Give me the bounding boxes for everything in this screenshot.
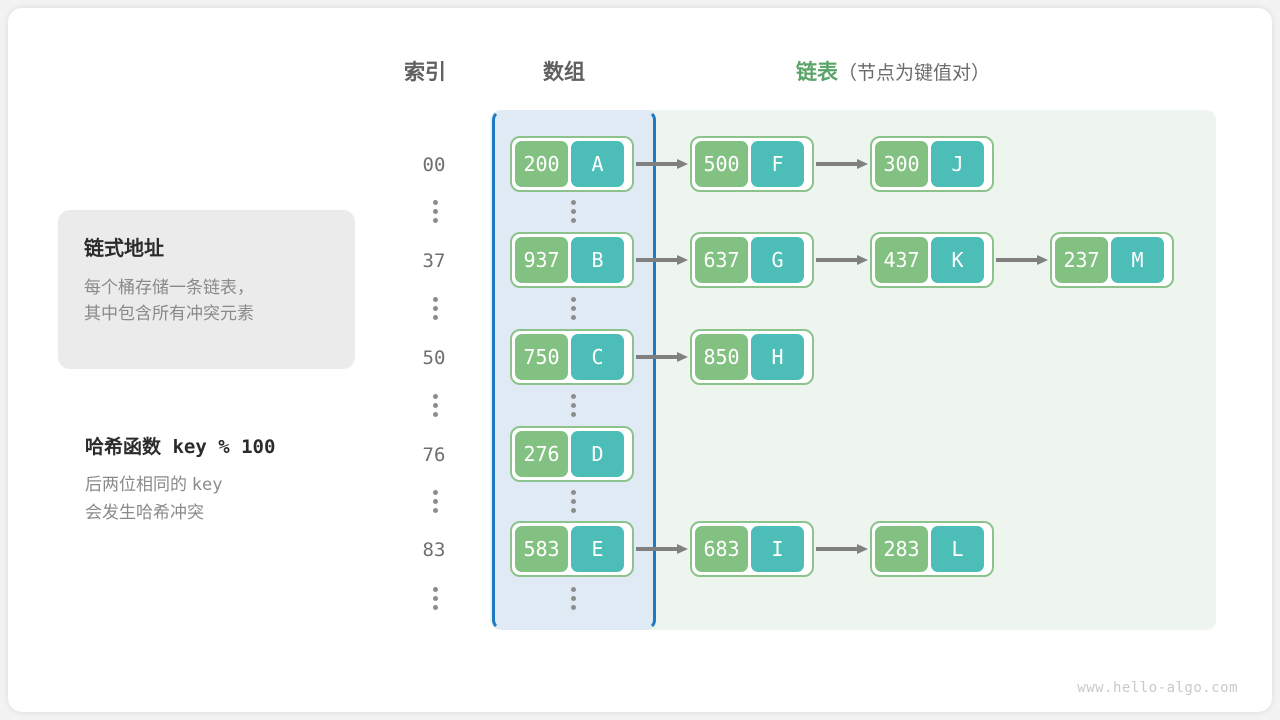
next-pointer-arrow (636, 544, 688, 554)
node-value: K (931, 237, 984, 283)
watermark: www.hello-algo.com (1077, 680, 1238, 696)
next-pointer-arrow (816, 544, 868, 554)
node-key: 583 (515, 526, 568, 572)
header-linked-list: 链表（节点为键值对） (796, 56, 990, 86)
index-ellipsis (430, 297, 440, 320)
next-pointer-arrow (636, 159, 688, 169)
index-ellipsis (430, 394, 440, 417)
chaining-note-line1: 每个桶存储一条链表， (84, 278, 254, 297)
bucket-index-label: 37 (422, 250, 446, 272)
bucket-index-label: 50 (422, 347, 446, 369)
node-value: L (931, 526, 984, 572)
node-value: C (571, 334, 624, 380)
node-key: 500 (695, 141, 748, 187)
array-ellipsis (568, 297, 578, 320)
node-key: 437 (875, 237, 928, 283)
node-key: 850 (695, 334, 748, 380)
array-ellipsis (568, 490, 578, 513)
array-ellipsis (568, 394, 578, 417)
array-ellipsis (568, 587, 578, 610)
node-value: D (571, 431, 624, 477)
header-array: 数组 (543, 61, 585, 84)
node-value: M (1111, 237, 1164, 283)
node-key: 276 (515, 431, 568, 477)
hash-function-body: 后两位相同的 key 会发生哈希冲突 (85, 471, 385, 526)
chaining-note-line2: 其中包含所有冲突元素 (84, 304, 254, 324)
next-pointer-arrow (996, 255, 1048, 265)
hash-function-line1: 后两位相同的 key (85, 471, 385, 499)
next-pointer-arrow (636, 255, 688, 265)
node-value: I (751, 526, 804, 572)
bucket-index-label: 83 (422, 539, 446, 561)
next-pointer-arrow (816, 255, 868, 265)
index-ellipsis (430, 490, 440, 513)
header-linked-list-main: 链表 (796, 61, 838, 84)
bucket-index-label: 76 (422, 444, 446, 466)
chaining-note-card: 链式地址 每个桶存储一条链表， 其中包含所有冲突元素 (58, 210, 355, 369)
node-value: J (931, 141, 984, 187)
header-linked-list-sub: （节点为键值对） (838, 63, 991, 84)
node-value: H (751, 334, 804, 380)
node-key: 300 (875, 141, 928, 187)
node-key: 200 (515, 141, 568, 187)
array-ellipsis (568, 200, 578, 223)
bucket-index-label: 00 (422, 154, 446, 176)
chaining-note-body: 每个桶存储一条链表， 其中包含所有冲突元素 (84, 275, 329, 328)
next-pointer-arrow (636, 352, 688, 362)
hash-function-title: 哈希函数 key % 100 (85, 436, 276, 458)
node-value: F (751, 141, 804, 187)
node-key: 683 (695, 526, 748, 572)
node-key: 283 (875, 526, 928, 572)
node-key: 937 (515, 237, 568, 283)
node-key: 637 (695, 237, 748, 283)
node-key: 750 (515, 334, 568, 380)
node-value: B (571, 237, 624, 283)
index-ellipsis (430, 587, 440, 610)
node-value: G (751, 237, 804, 283)
hash-function-block: 哈希函数 key % 100 后两位相同的 key 会发生哈希冲突 (85, 432, 385, 526)
hash-function-line1-text: 后两位相同的 (85, 475, 192, 494)
node-value: A (571, 141, 624, 187)
hash-function-line2: 会发生哈希冲突 (85, 503, 204, 523)
chaining-note-title: 链式地址 (84, 238, 164, 260)
node-key: 237 (1055, 237, 1108, 283)
header-index: 索引 (404, 61, 446, 84)
hash-function-line1-key: key (191, 475, 223, 495)
next-pointer-arrow (816, 159, 868, 169)
index-ellipsis (430, 200, 440, 223)
node-value: E (571, 526, 624, 572)
